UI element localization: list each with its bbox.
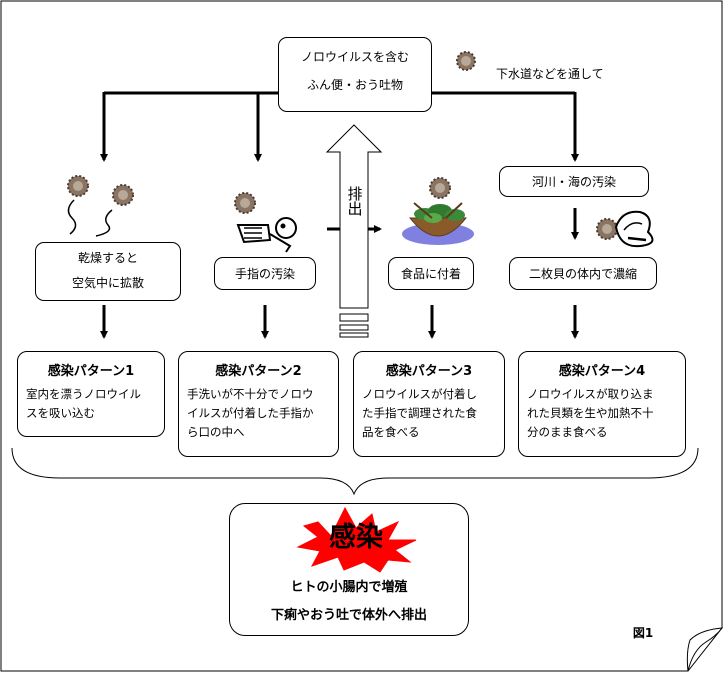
pattern-desc-line: ノロウイルスが付着し: [362, 387, 477, 401]
virus-icon: [429, 177, 451, 199]
pattern-desc-line: れた貝類を生や加熱不十: [527, 406, 654, 420]
dry-route-box: 乾燥すると 空気中に拡散: [35, 242, 181, 301]
hand-route-box: 手指の汚染: [214, 257, 316, 290]
dry-route-line1: 乾燥すると: [77, 251, 138, 265]
virus-icon: [596, 218, 618, 240]
pattern-box-3: 感染パターン3 ノロウイルスが付着し た手指で調理された食 品を食べる: [353, 351, 505, 457]
pattern-desc-line: 手洗いが不十分でノロウ: [187, 387, 314, 401]
pattern-desc-line: 分のまま食べる: [527, 425, 608, 439]
hand-person-icon: [236, 217, 297, 253]
connectors: [100, 91, 579, 339]
infection-result-1: ヒトの小腸内で増殖: [290, 580, 408, 595]
excretion-arrow: [325, 124, 383, 338]
river-route-text: 河川・海の汚染: [531, 175, 616, 189]
pattern-desc-line: イルスが付着した手指か: [187, 406, 314, 420]
page-curl: [686, 627, 724, 672]
shellfish-route-box: 二枚貝の体内で濃縮: [509, 257, 657, 290]
shellfish-icon: [614, 210, 654, 248]
river-route-box: 河川・海の汚染: [499, 166, 649, 197]
pattern-desc-line: 品を食べる: [362, 425, 420, 439]
source-line1: ノロウイルスを含む: [300, 50, 409, 64]
salad-bowl-icon: [402, 202, 474, 245]
dry-route-line2: 空気中に拡散: [71, 276, 144, 290]
food-route-box: 食品に付着: [388, 257, 474, 290]
pattern-title: 感染パターン3: [385, 364, 473, 379]
shellfish-route-text: 二枚貝の体内で濃縮: [528, 267, 637, 281]
pattern-box-4: 感染パターン4 ノロウイルスが取り込ま れた貝類を生や加熱不十 分のまま食べる: [518, 351, 686, 457]
pattern-desc-line: スを吸い込む: [26, 406, 95, 420]
grouping-brace: [11, 447, 699, 496]
pattern-title: 感染パターン2: [215, 364, 302, 379]
source-line2: ふん便・おう吐物: [306, 78, 403, 92]
pattern-desc: 手洗いが不十分でノロウ イルスが付着した手指か ら口の中へ: [187, 385, 332, 442]
infection-burst: [296, 506, 417, 573]
pattern-desc-line: 室内を漂うノロウイル: [26, 387, 141, 401]
source-box: ノロウイルスを含む ふん便・おう吐物: [278, 37, 432, 112]
pattern-desc: 室内を漂うノロウイル スを吸い込む: [26, 385, 158, 423]
infection-result-2: 下痢やおう吐で体外へ排出: [270, 608, 427, 623]
pattern-title: 感染パターン1: [47, 364, 135, 379]
pattern-desc-line: た手指で調理された食: [362, 406, 477, 420]
pattern-desc-line: ら口の中へ: [187, 425, 245, 439]
virus-icon: [456, 51, 476, 71]
pattern-desc: ノロウイルスが付着し た手指で調理された食 品を食べる: [362, 385, 498, 442]
infection-box: [229, 503, 469, 636]
food-route-text: 食品に付着: [400, 267, 461, 281]
pattern-desc-line: ノロウイルスが取り込ま: [527, 387, 654, 401]
virus-icon: [112, 184, 134, 206]
virus-icon: [67, 175, 89, 197]
air-flow-icon: [67, 199, 113, 237]
hand-route-text: 手指の汚染: [234, 267, 295, 281]
pattern-box-1: 感染パターン1 室内を漂うノロウイル スを吸い込む: [17, 351, 165, 437]
pattern-box-2: 感染パターン2 手洗いが不十分でノロウ イルスが付着した手指か ら口の中へ: [178, 351, 339, 457]
pattern-desc: ノロウイルスが取り込ま れた貝類を生や加熱不十 分のまま食べる: [527, 385, 679, 442]
pattern-title: 感染パターン4: [558, 364, 646, 379]
virus-icon: [234, 192, 256, 214]
